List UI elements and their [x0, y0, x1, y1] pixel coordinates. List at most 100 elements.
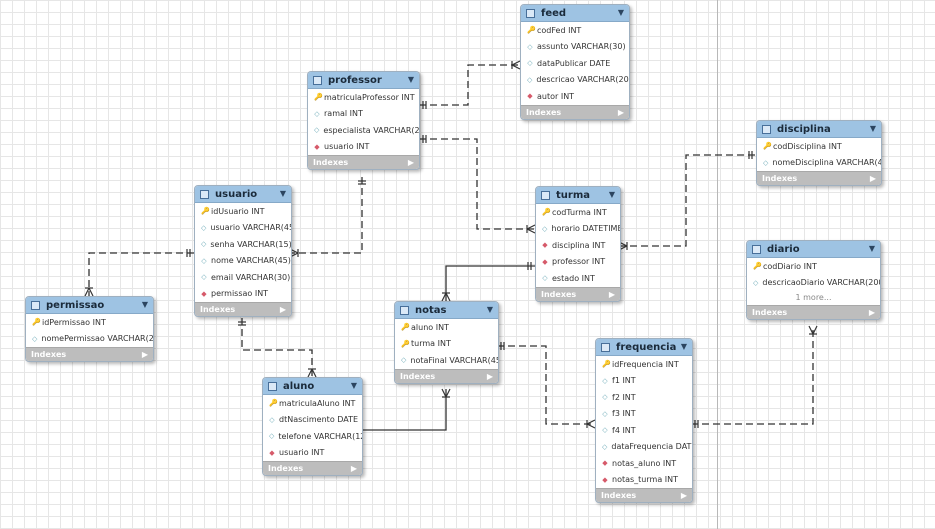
table-header[interactable]: feed▼: [521, 5, 629, 22]
column-row[interactable]: ◇horario DATETIME: [536, 221, 620, 238]
column-row[interactable]: ◆autor INT: [521, 88, 629, 105]
table-name: turma: [556, 189, 590, 201]
caret-down-icon[interactable]: ▼: [486, 305, 493, 314]
caret-down-icon[interactable]: ▼: [141, 300, 148, 309]
table-diario[interactable]: diario▼🔑codDiario INT◇descricaoDiario VA…: [746, 240, 881, 320]
column-row[interactable]: ◆professor INT: [536, 254, 620, 271]
table-header[interactable]: usuario▼: [195, 186, 291, 203]
rel-turma-professor: [419, 138, 535, 230]
column-row[interactable]: ◇notaFinal VARCHAR(45): [395, 352, 498, 369]
column-diamond-icon: ◇: [269, 432, 275, 441]
caret-down-icon[interactable]: ▼: [407, 75, 414, 84]
column-row[interactable]: ◇dataPublicar DATE: [521, 55, 629, 72]
column-row[interactable]: ◇nome VARCHAR(45): [195, 253, 291, 270]
column-row[interactable]: 🔑matriculaProfessor INT: [308, 89, 419, 106]
column-row[interactable]: ◇f3 INT: [596, 406, 692, 423]
column-row[interactable]: 🔑codFed INT: [521, 22, 629, 39]
table-feed[interactable]: feed▼🔑codFed INT◇assunto VARCHAR(30)◇dat…: [520, 4, 630, 120]
indexes-section[interactable]: Indexes▶: [26, 347, 153, 361]
column-row[interactable]: ◇f4 INT: [596, 422, 692, 439]
column-row[interactable]: ◇especialista VARCHAR(20): [308, 122, 419, 139]
table-header[interactable]: notas▼: [395, 302, 498, 319]
column-row[interactable]: ◇nomePermissao VARCHAR(20): [26, 331, 153, 348]
indexes-section[interactable]: Indexes▶: [757, 171, 881, 185]
caret-right-icon[interactable]: ▶: [869, 174, 876, 183]
column-row[interactable]: ◇senha VARCHAR(15): [195, 236, 291, 253]
indexes-label: Indexes: [268, 464, 304, 473]
table-professor[interactable]: professor ▼ 🔑matriculaProfessor INT◇ramal …: [307, 71, 420, 170]
indexes-section[interactable]: Indexes▶: [521, 104, 629, 119]
column-row[interactable]: ◇email VARCHAR(30): [195, 269, 291, 286]
caret-down-icon[interactable]: ▼: [279, 189, 286, 198]
column-row[interactable]: ◇descricaoDiario VARCHAR(200): [747, 275, 880, 292]
indexes-section[interactable]: Indexes▶: [536, 286, 620, 301]
column-row[interactable]: ◇nomeDisciplina VARCHAR(45): [757, 155, 881, 172]
table-notas[interactable]: notas▼🔑aluno INT🔑turma INT◇notaFinal VAR…: [394, 301, 499, 384]
caret-right-icon[interactable]: ▶: [680, 491, 687, 500]
caret-right-icon[interactable]: ▶: [486, 371, 493, 381]
table-header[interactable]: disciplina▼: [757, 121, 881, 138]
caret-down-icon[interactable]: ▼: [350, 381, 357, 390]
indexes-section[interactable]: Indexes▶: [308, 155, 419, 169]
column-row[interactable]: 🔑codDisciplina INT: [757, 138, 881, 155]
column-row[interactable]: ◆usuario INT: [263, 445, 362, 462]
caret-right-icon[interactable]: ▶: [868, 308, 875, 317]
table-turma[interactable]: turma ▼ 🔑codTurma INT◇horario DATETIME◆dis…: [535, 186, 621, 302]
table-frequencia[interactable]: frequencia▼🔑idFrequencia INT◇f1 INT◇f2 I…: [595, 338, 693, 503]
column-row[interactable]: ◇dataFrequencia DATE: [596, 439, 692, 456]
caret-right-icon[interactable]: ▶: [617, 107, 624, 117]
table-header[interactable]: frequencia▼: [596, 339, 692, 356]
caret-down-icon[interactable]: ▼: [868, 244, 875, 253]
table-disciplina[interactable]: disciplina▼🔑codDisciplina INT◇nomeDiscip…: [756, 120, 882, 186]
column-row[interactable]: ◆disciplina INT: [536, 237, 620, 254]
caret-down-icon[interactable]: ▼: [617, 8, 624, 17]
column-diamond-icon: ◇: [314, 126, 320, 135]
indexes-section[interactable]: Indexes ▶: [263, 461, 362, 475]
caret-down-icon[interactable]: ▼: [680, 342, 687, 351]
column-row[interactable]: ◇usuario VARCHAR(45): [195, 220, 291, 237]
caret-right-icon[interactable]: ▶: [141, 350, 148, 359]
caret-right-icon[interactable]: ▶: [407, 158, 414, 167]
column-row[interactable]: ◇ramal INT: [308, 106, 419, 123]
caret-down-icon[interactable]: ▼: [869, 124, 876, 133]
table-header[interactable]: permissao▼: [26, 297, 153, 314]
table-aluno[interactable]: aluno▼🔑matriculaAluno INT◇dtNascimento D…: [262, 377, 363, 476]
caret-down-icon[interactable]: ▼: [608, 190, 615, 199]
indexes-section[interactable]: Indexes▶: [395, 368, 498, 383]
caret-right-icon[interactable]: ▶: [350, 464, 357, 473]
column-row[interactable]: ◇f2 INT: [596, 389, 692, 406]
column-row[interactable]: 🔑idPermissao INT: [26, 314, 153, 331]
indexes-section[interactable]: Indexes▶: [747, 305, 880, 319]
table-header[interactable]: professor ▼: [308, 72, 419, 89]
column-row[interactable]: ◇telefone VARCHAR(12): [263, 428, 362, 445]
column-row[interactable]: 🔑codTurma INT: [536, 204, 620, 221]
column-row[interactable]: ◇estado INT: [536, 270, 620, 287]
table-header[interactable]: turma ▼: [536, 187, 620, 204]
column-row[interactable]: 🔑idFrequencia INT: [596, 356, 692, 373]
column-row[interactable]: 🔑turma INT: [395, 336, 498, 353]
table-name: professor: [328, 74, 382, 86]
caret-right-icon[interactable]: ▶: [279, 305, 286, 314]
column-row[interactable]: ◆notas_turma INT: [596, 472, 692, 489]
column-row[interactable]: ◇f1 INT: [596, 373, 692, 390]
column-row[interactable]: ◇descricao VARCHAR(200): [521, 72, 629, 89]
column-row[interactable]: 🔑codDiario INT: [747, 258, 880, 275]
column-row[interactable]: 🔑idUsuario INT: [195, 203, 291, 220]
column-row[interactable]: ◇dtNascimento DATE: [263, 412, 362, 429]
caret-right-icon[interactable]: ▶: [608, 289, 615, 299]
column-row[interactable]: ◇assunto VARCHAR(30): [521, 39, 629, 56]
indexes-section[interactable]: Indexes▶: [195, 302, 291, 316]
table-icon: [200, 189, 209, 199]
indexes-section[interactable]: Indexes▶: [596, 488, 692, 502]
column-row[interactable]: 🔑aluno INT: [395, 319, 498, 336]
table-usuario[interactable]: usuario▼🔑idUsuario INT◇usuario VARCHAR(4…: [194, 185, 292, 317]
column-row[interactable]: ◆permissao INT: [195, 286, 291, 303]
table-header[interactable]: diario▼: [747, 241, 880, 258]
column-row[interactable]: ◆notas_aluno INT: [596, 455, 692, 472]
table-header[interactable]: aluno▼: [263, 378, 362, 395]
table-permissao[interactable]: permissao▼🔑idPermissao INT◇nomePermissao…: [25, 296, 154, 362]
more-columns-label[interactable]: 1 more...: [795, 293, 832, 302]
column-row[interactable]: 🔑matriculaAluno INT: [263, 395, 362, 412]
column-row[interactable]: ◆usuario INT: [308, 139, 419, 156]
column-diamond-icon: ◇: [602, 409, 608, 418]
